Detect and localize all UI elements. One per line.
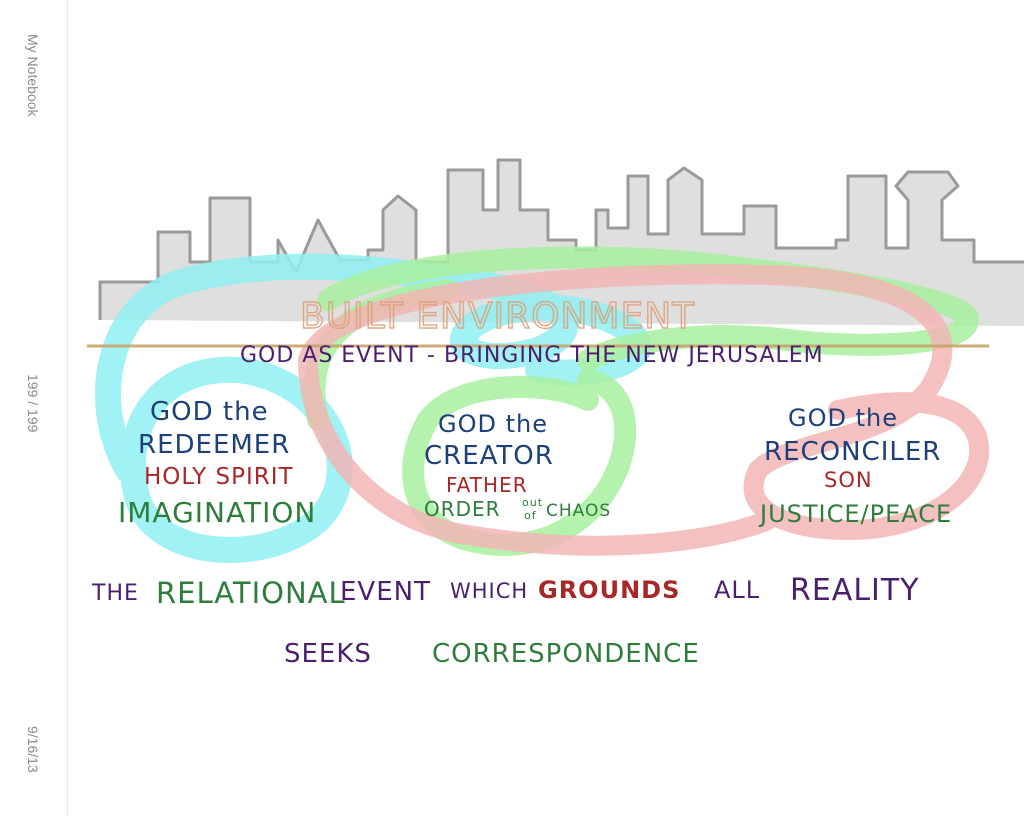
notebook-sidebar: My Notebook 199 / 199 9/16/13 [0,0,68,816]
relational-w6: ALL [714,576,760,604]
relational-w4: WHICH [450,579,528,603]
redeemer-quality: IMAGINATION [118,496,316,529]
notebook-title[interactable]: My Notebook [25,34,41,117]
creator-title-line2: CREATOR [424,441,554,471]
reconciler-group: GOD the RECONCILER SON JUSTICE/PEACE [758,404,952,528]
event-line: GOD AS EVENT - BRINGING THE NEW JERUSALE… [240,343,824,368]
redeemer-title-line2: REDEEMER [138,430,290,460]
creator-person: FATHER [446,473,528,497]
relational-line: THE RELATIONAL EVENT WHICH GROUNDS ALL R… [91,573,920,610]
relational-w5: GROUNDS [538,576,680,604]
built-environment-label: BUILT ENVIRONMENT [300,296,695,337]
sketch-canvas[interactable]: BUILT ENVIRONMENT GOD AS EVENT - BRINGIN… [68,0,1024,816]
relational-w2: RELATIONAL [156,576,346,610]
relational-w3: EVENT [340,577,431,607]
sketch-drawing: BUILT ENVIRONMENT GOD AS EVENT - BRINGIN… [86,158,1024,669]
creator-quality-a: ORDER [424,497,501,521]
reconciler-title-line1: GOD the [788,404,898,432]
creator-quality-out: out [522,496,543,509]
loop-strokes [86,246,990,563]
creator-quality-b: CHAOS [546,501,611,521]
seeks-w1: SEEKS [284,639,372,669]
redeemer-title-line1: GOD the [150,397,269,427]
relational-w1: THE [91,581,139,606]
relational-w7: REALITY [790,573,920,608]
reconciler-person: SON [824,468,873,492]
page-indicator[interactable]: 199 / 199 [25,374,41,433]
creator-group: GOD the CREATOR FATHER ORDER out of CHAO… [424,410,611,522]
redeemer-person: HOLY SPIRIT [144,464,294,490]
reconciler-title-line2: RECONCILER [764,437,941,467]
seeks-w2: CORRESPONDENCE [432,639,700,669]
redeemer-group: GOD the REDEEMER HOLY SPIRIT IMAGINATION [118,397,316,529]
page-date: 9/16/13 [25,726,41,773]
reconciler-quality: JUSTICE/PEACE [758,500,952,528]
creator-title-line1: GOD the [438,410,548,438]
seeks-line: SEEKS CORRESPONDENCE [284,639,700,669]
creator-quality-of: of [524,509,537,522]
